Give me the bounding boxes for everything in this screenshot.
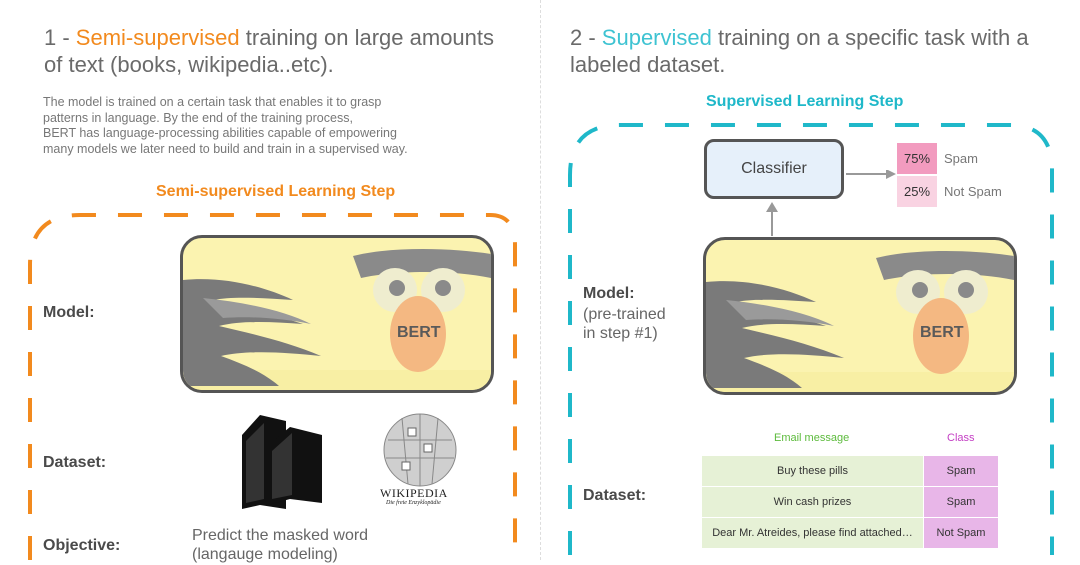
right-model-label: Model: — [583, 285, 635, 302]
books-icon — [242, 415, 322, 509]
table-row: Win cash prizes Spam — [701, 486, 999, 518]
left-heading-rest: training on large amounts — [239, 25, 495, 50]
bert-label-right: BERT — [920, 324, 964, 341]
eyebrow-icon — [876, 251, 1014, 280]
right-dataset-label: Dataset: — [583, 487, 647, 504]
arrow-up-icon — [766, 202, 778, 212]
supervised-dashed-frame — [568, 123, 1054, 555]
right-heading-accent: Supervised — [601, 25, 712, 50]
left-heading-line2: of text (books, wikipedia..etc). — [44, 52, 334, 77]
objective-line: (langauge modeling) — [192, 546, 338, 563]
table-row: Dear Mr. Atreides, please find attached…… — [701, 517, 999, 549]
wikipedia-tagline: Die freie Enzyklopädie — [386, 500, 441, 506]
right-heading-line2: labeled dataset. — [570, 52, 726, 77]
not-spam-probability: 25% — [897, 176, 937, 207]
objective-line: Predict the masked word — [192, 527, 369, 544]
class-header: Class — [947, 432, 975, 444]
left-description: The model is trained on a certain task t… — [43, 95, 513, 157]
bert-face-left — [183, 249, 491, 390]
flame-icon — [183, 279, 321, 386]
center-divider — [540, 0, 541, 560]
spam-probability: 75% — [897, 143, 937, 174]
nose-icon — [390, 296, 446, 372]
classifier-box: Classifier — [704, 139, 844, 199]
eyebrow-icon — [353, 249, 491, 278]
table-cell-class: Not Spam — [923, 517, 999, 549]
right-heading: 2 - Supervised training on a specific ta… — [570, 24, 1070, 78]
left-dataset-label: Dataset: — [43, 454, 107, 471]
semi-supervised-step-title: Semi-supervised Learning Step — [156, 183, 396, 200]
pretrained-note-line: in step #1) — [583, 325, 658, 342]
email-dataset-table: Buy these pills Spam Win cash prizes Spa… — [701, 455, 999, 549]
bert-face-right — [706, 251, 1014, 392]
pretrained-note: (pre-trained in step #1) — [583, 305, 666, 343]
nose-icon — [913, 298, 969, 374]
table-cell-class: Spam — [923, 455, 999, 487]
spam-output-label: Spam — [944, 151, 978, 166]
objective-text: Predict the masked word (langauge modeli… — [192, 526, 368, 564]
pretrained-note-line: (pre-trained — [583, 306, 666, 323]
left-objective-label: Objective: — [43, 537, 121, 554]
email-message-header: Email message — [774, 432, 850, 444]
wikipedia-globe-icon — [383, 413, 457, 487]
table-cell-class: Spam — [923, 486, 999, 518]
left-heading-number: 1 - — [44, 25, 76, 50]
table-cell-message: Buy these pills — [701, 455, 924, 487]
table-cell-message: Dear Mr. Atreides, please find attached… — [701, 517, 924, 549]
right-heading-rest: training on a specific task with a — [711, 25, 1029, 50]
not-spam-output-label: Not Spam — [944, 184, 1002, 199]
bert-model-right: BERT — [703, 237, 1017, 395]
left-model-label: Model: — [43, 304, 95, 321]
wikipedia-wordmark: WIKIPEDIA — [380, 486, 448, 500]
flame-icon — [706, 281, 844, 388]
description-line: many models we later need to build and t… — [43, 141, 408, 156]
left-heading: 1 - Semi-supervised training on large am… — [44, 24, 524, 78]
bert-label-left: BERT — [397, 324, 441, 341]
table-row: Buy these pills Spam — [701, 455, 999, 487]
supervised-step-title: Supervised Learning Step — [706, 93, 904, 110]
left-heading-accent: Semi-supervised — [75, 25, 240, 50]
description-line: patterns in language. By the end of the … — [43, 110, 353, 125]
description-line: The model is trained on a certain task t… — [43, 95, 382, 109]
classifier-arrows — [766, 170, 896, 236]
arrow-right-icon — [886, 170, 896, 179]
right-heading-number: 2 - — [570, 25, 602, 50]
table-cell-message: Win cash prizes — [701, 486, 924, 518]
bert-model-left: BERT — [180, 235, 494, 393]
semi-supervised-dashed-frame — [28, 213, 517, 560]
description-line: BERT has language-processing abilities c… — [43, 126, 397, 140]
